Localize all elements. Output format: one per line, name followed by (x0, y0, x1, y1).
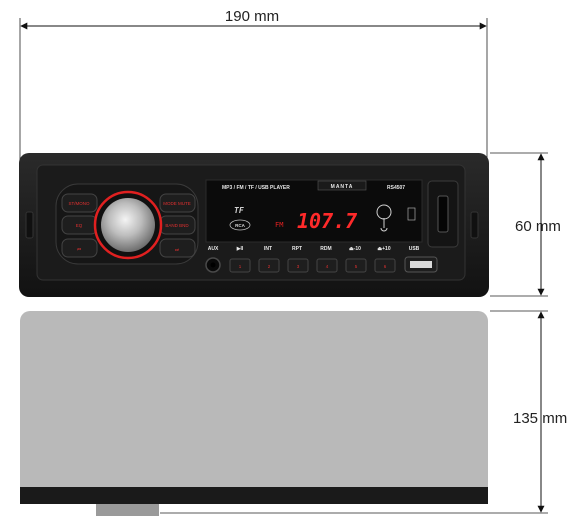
band-indicator: FM (275, 221, 283, 229)
rca-badge (229, 219, 251, 231)
st-mono-label: ST/MONO (69, 201, 90, 206)
preset-buttons: 1 2 3 4 5 6 (229, 258, 396, 273)
width-label: 190 mm (225, 8, 279, 25)
preset-button-4[interactable] (316, 258, 338, 273)
usb-label: USB (409, 246, 420, 252)
st-mono-button[interactable] (61, 193, 98, 213)
brand-plate (317, 180, 367, 191)
height-label: 60 mm (515, 218, 561, 235)
next-icon: ⏭ (175, 247, 179, 252)
prev-icon: ⏮ (77, 247, 81, 252)
volume-knob[interactable] (101, 198, 155, 252)
depth-label: 135 mm (513, 410, 567, 427)
mode-mute-label: MODE MUTE (163, 201, 191, 206)
depth-dimension: 135 mm (160, 310, 567, 514)
play-pause-label: ▶II (236, 246, 244, 252)
rdm-label: RDM (320, 246, 331, 252)
chassis-bracket (96, 504, 159, 516)
preset-button-2[interactable] (258, 258, 280, 273)
preset-button-3[interactable] (287, 258, 309, 273)
usb-port[interactable] (410, 261, 432, 268)
width-dimension: 190 mm (19, 8, 488, 160)
title-strip-text: MP3 / FM / TF / USB PLAYER (222, 185, 290, 191)
chassis-body (20, 311, 488, 501)
prev-button[interactable] (61, 238, 98, 258)
release-clip-left (25, 211, 34, 239)
preset-button-6[interactable] (374, 258, 396, 273)
preset-button-5[interactable] (345, 258, 367, 273)
rca-text: RCA (235, 223, 245, 228)
frequency-readout: 107.7 (297, 209, 357, 233)
faceplate: ST/MONO EQ ⏮ MODE MUTE BAND BND ⏭ MP3 / … (19, 153, 489, 297)
height-dimension: 60 mm (490, 152, 561, 297)
minus-10-label: ⏏-10 (349, 246, 361, 252)
next-button[interactable] (159, 238, 196, 258)
preset-number-2: 2 (268, 264, 271, 269)
display-window (205, 179, 423, 243)
preset-number-4: 4 (326, 264, 329, 269)
chassis-bottom-strip (20, 487, 488, 504)
band-label: BAND BND (165, 223, 189, 228)
preset-number-3: 3 (297, 264, 300, 269)
release-clip-right (470, 211, 479, 239)
button-label-row: AUX ▶II INT RPT RDM ⏏-10 ⏏+10 USB (208, 246, 420, 252)
tf-slot-opening[interactable] (437, 195, 449, 233)
sd-card-icon (407, 207, 416, 221)
model-number: RS4507 (387, 185, 405, 191)
tf-indicator: TF (234, 206, 244, 215)
preset-number-6: 6 (384, 264, 387, 269)
preset-number-5: 5 (355, 264, 358, 269)
aux-label: AUX (208, 246, 219, 252)
int-label: INT (264, 246, 272, 252)
left-button-cluster: ST/MONO EQ ⏮ MODE MUTE BAND BND ⏭ (55, 183, 199, 265)
plus-10-label: ⏏+10 (377, 246, 390, 252)
eq-label: EQ (76, 223, 83, 228)
display-panel: MP3 / FM / TF / USB PLAYER MANTA RS4507 … (205, 179, 423, 243)
rpt-label: RPT (292, 246, 302, 252)
chassis (20, 311, 488, 516)
preset-number-1: 1 (239, 264, 242, 269)
mode-mute-button[interactable] (159, 193, 196, 213)
tf-card-slot (427, 180, 459, 248)
preset-button-1[interactable] (229, 258, 251, 273)
aux-jack-hole (210, 262, 216, 268)
brand-logo-text: MANTA (331, 184, 354, 190)
music-note-icon (380, 218, 388, 232)
